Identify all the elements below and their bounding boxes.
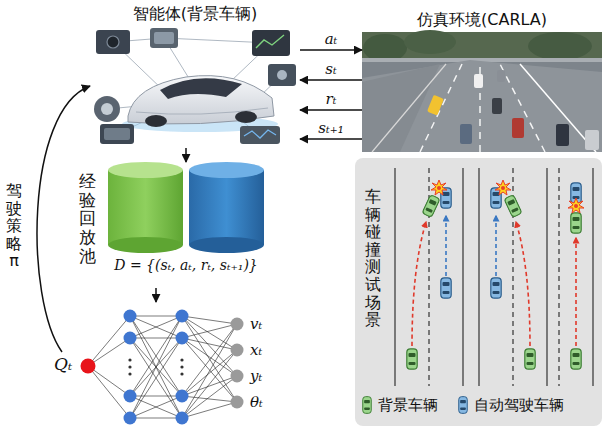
node-title: 智能体(背景车辆) [133,4,257,23]
edge-label: rₜ [326,90,337,108]
edge-label: sₜ [325,60,336,78]
node-title: 仿真环境(CARLA) [417,10,547,29]
neural-network-drawing [81,310,244,425]
scene-panel: 车辆碰撞测试场景 [355,158,602,426]
connector-arrow [155,288,157,302]
vertical-label: 车辆碰撞测试场景 [365,188,381,329]
edge-label: sₜ₊₁ [318,119,343,137]
q-value-node: Qₜ [52,352,98,380]
replay-buffer: 经验回放池 D = {(sₜ, aₜ, rₜ, sₜ₊₁)} [75,162,310,288]
legend-car-blue [459,397,468,414]
agent-image: 智能体(背景车辆) [90,26,300,148]
connector-arrow [185,148,187,162]
neural-network: vₜ xₜ yₜ θₜ [100,302,296,428]
output-variable: θₜ [250,393,263,411]
q-label: Qₜ [54,354,72,374]
edge-label: 驾驶策略 π [6,182,22,270]
q-dot [81,359,96,374]
legend-text: 背景车辆 [378,396,438,414]
legend-text: 自动驾驶车辆 [474,396,564,414]
scenario-panel-drawing [355,158,602,426]
output-variable: yₜ [250,367,262,385]
output-variable: xₜ [250,341,262,359]
edge-label: aₜ [325,30,338,48]
connector-arrow [300,49,362,51]
simulation-photo: 仿真环境(CARLA) [362,32,602,152]
vertical-label: 经验回放池 [79,172,96,265]
connector-arrow [300,138,362,140]
carla-photo [362,30,602,152]
connector-arrow [300,79,362,81]
formula: D = {(sₜ, aₜ, rₜ, sₜ₊₁)} [114,257,258,274]
output-variable: vₜ [250,315,262,333]
legend-car-green [363,397,372,414]
agent-car-illustration [94,28,296,144]
connector-arrow [300,109,362,111]
replay-cylinders [108,162,264,253]
